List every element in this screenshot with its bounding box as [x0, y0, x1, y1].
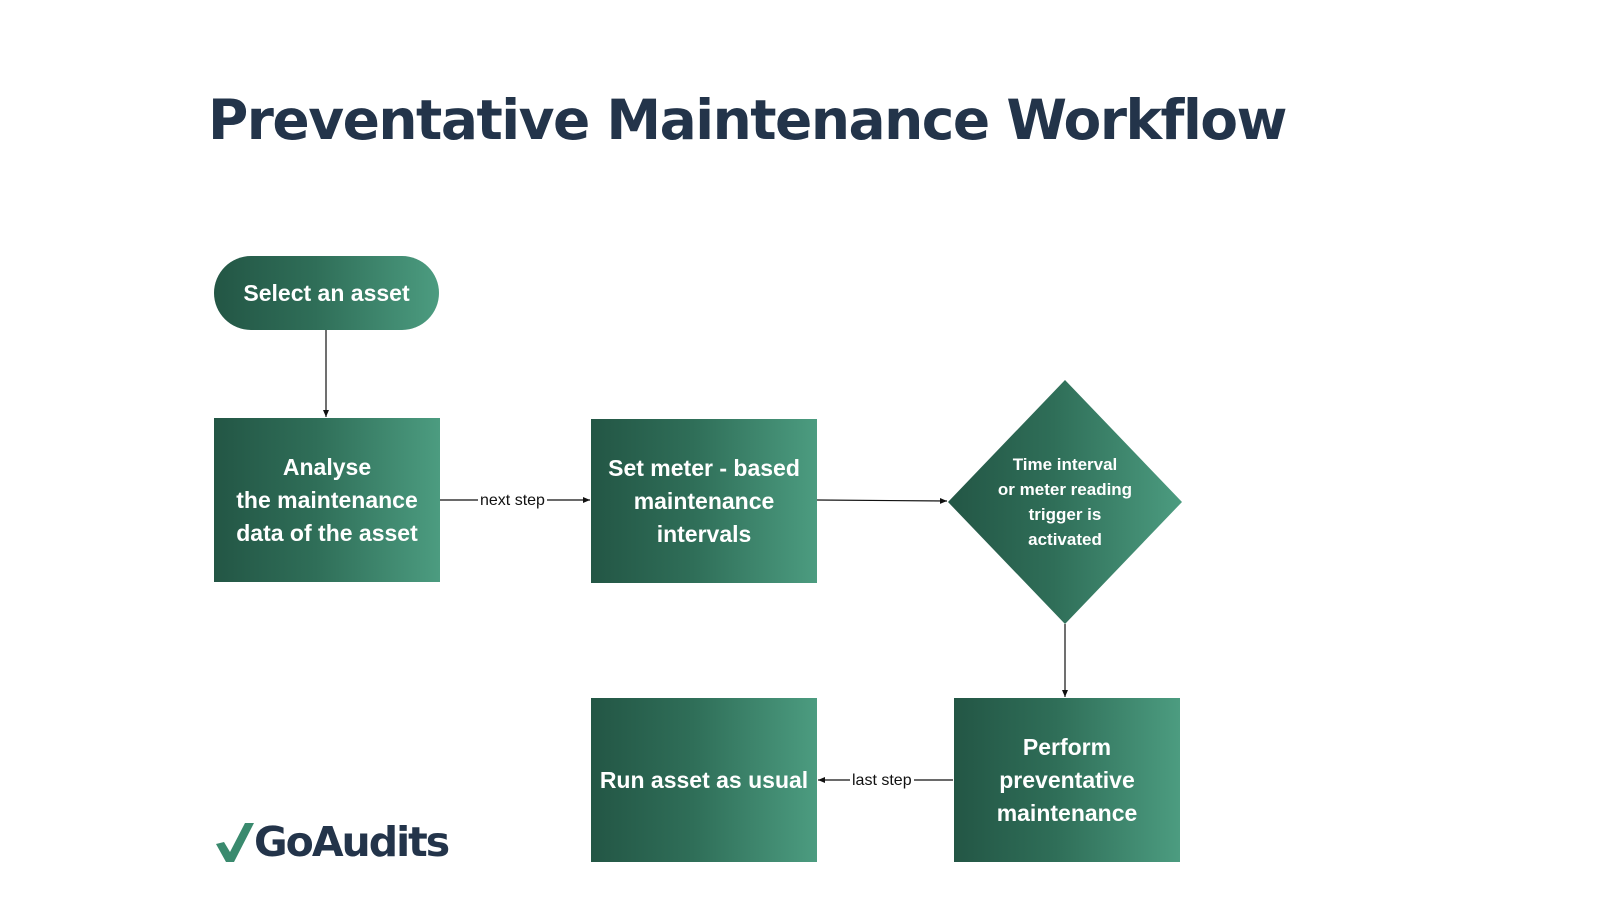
logo-wordmark: GoAudits: [254, 818, 450, 866]
edge-label-next-step: next step: [478, 492, 547, 510]
node-label: Analyse the maintenance data of the asse…: [236, 453, 418, 546]
node-label: Set meter - based maintenance intervals: [608, 454, 800, 547]
start-node-select-asset: Select an asset: [214, 256, 439, 330]
brand-logo: GoAudits: [214, 818, 450, 866]
page-title: Preventative Maintenance Workflow: [208, 88, 1287, 152]
process-node-analyse-data: Analyse the maintenance data of the asse…: [214, 418, 440, 582]
edge-label-last-step: last step: [850, 772, 914, 790]
checkmark-icon: [216, 823, 254, 862]
process-node-set-intervals: Set meter - based maintenance intervals: [591, 419, 817, 583]
decision-node-trigger: Time interval or meter reading trigger i…: [948, 380, 1182, 624]
node-label: Perform preventative maintenance: [996, 733, 1138, 826]
process-node-run-asset: Run asset as usual: [591, 698, 817, 862]
process-node-perform-maintenance: Perform preventative maintenance: [954, 698, 1180, 862]
node-label: Run asset as usual: [599, 766, 809, 793]
node-label: Time interval or meter reading trigger i…: [997, 455, 1133, 549]
node-label: Select an asset: [243, 279, 410, 306]
connector-set-to-trigger: [816, 497, 948, 504]
